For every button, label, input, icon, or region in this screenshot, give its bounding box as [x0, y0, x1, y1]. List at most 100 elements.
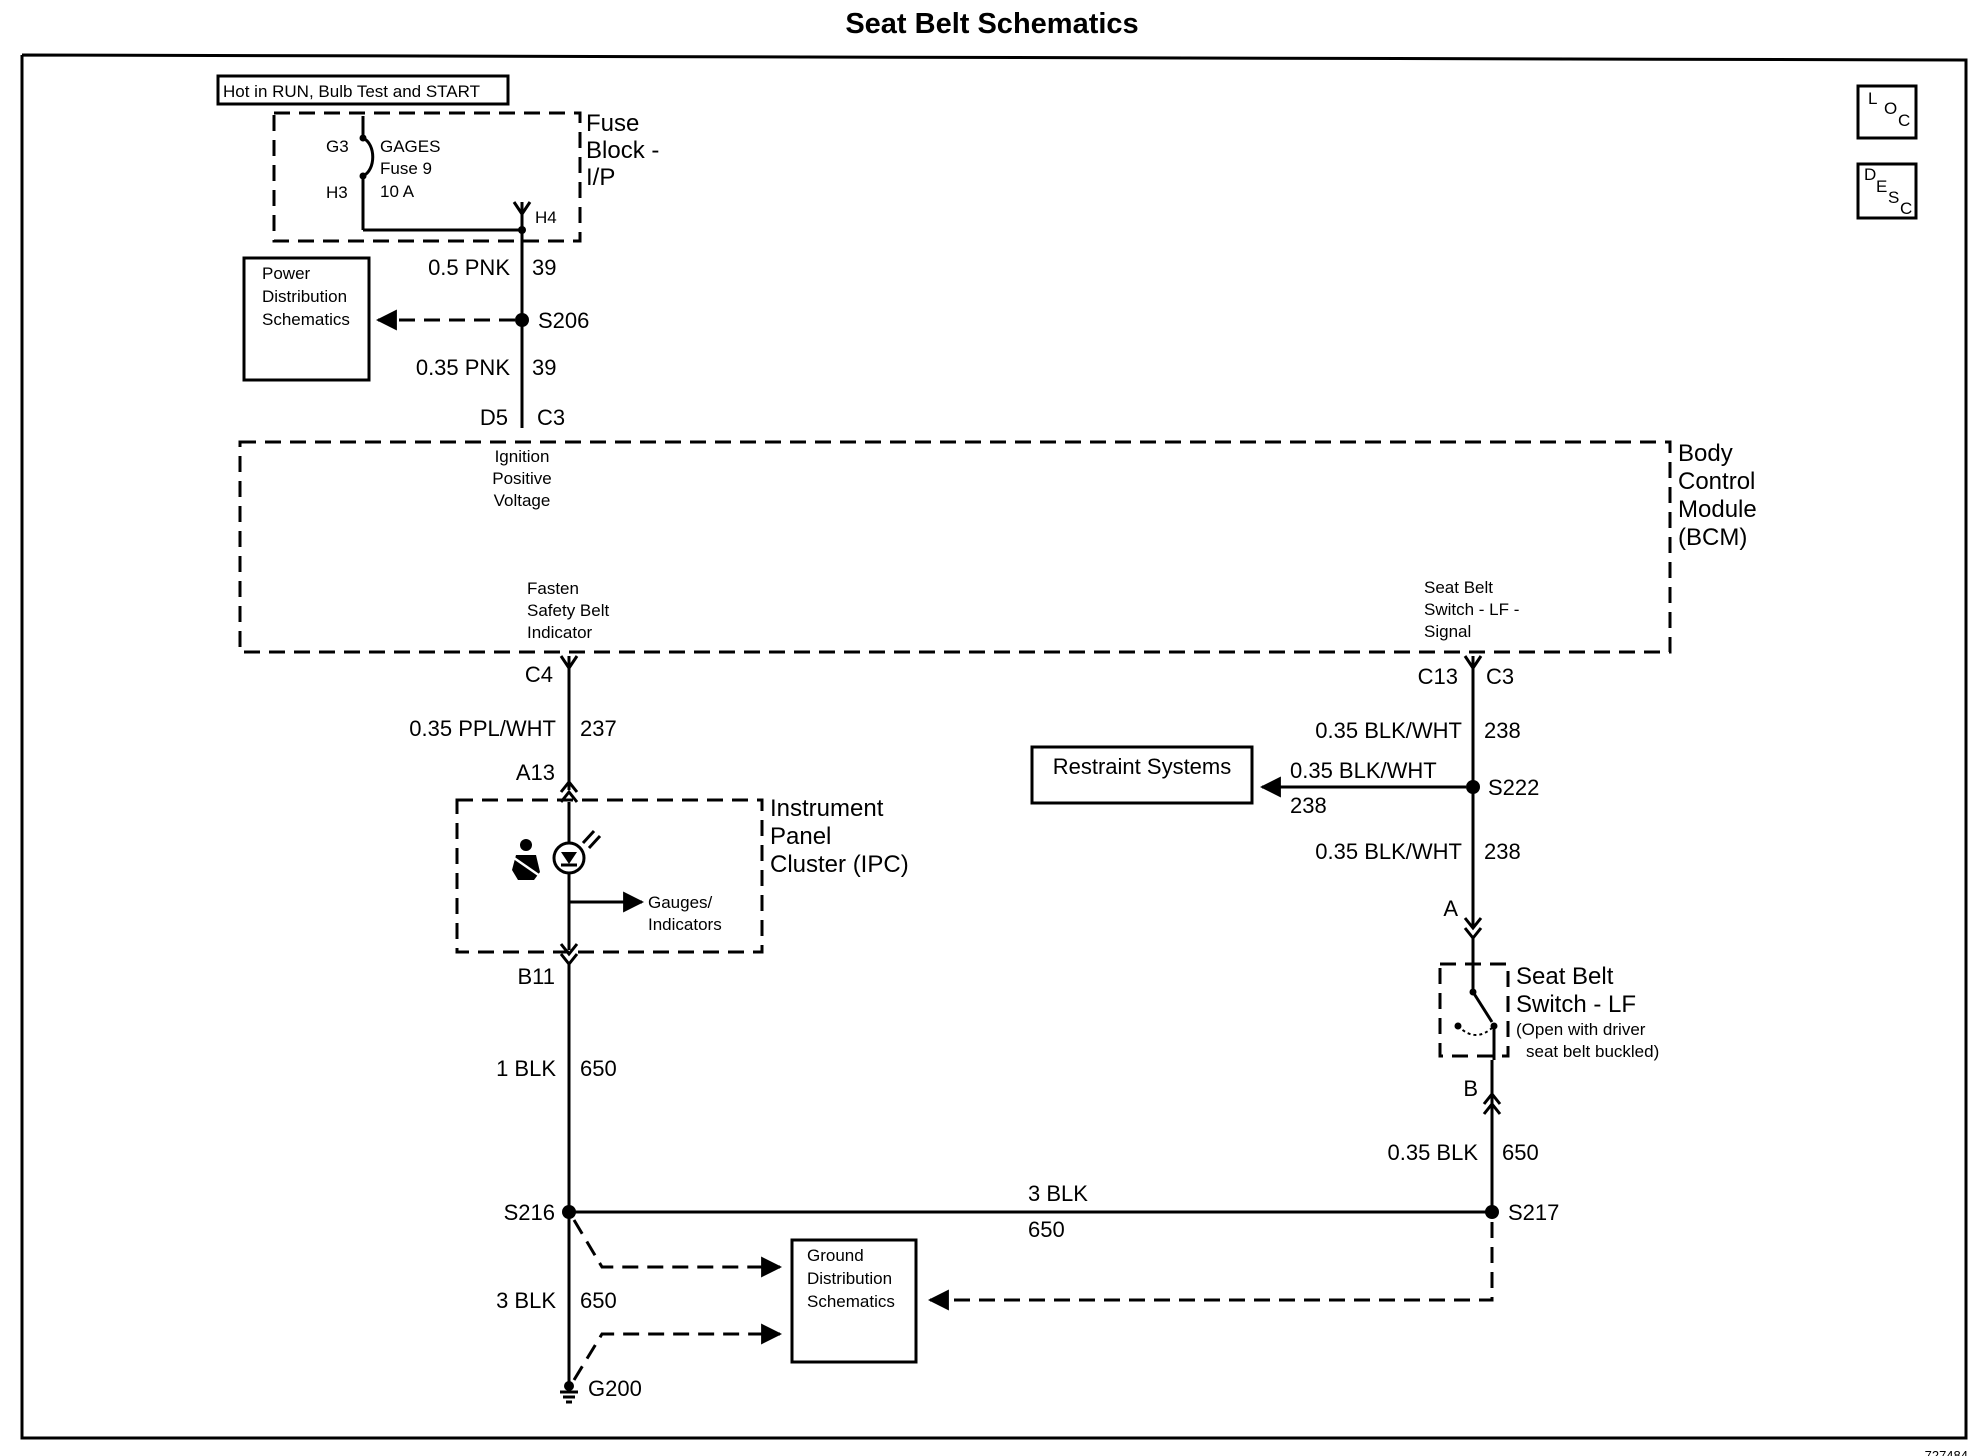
svg-text:Gauges/: Gauges/	[648, 893, 713, 912]
svg-text:C: C	[1900, 199, 1912, 218]
svg-text:D: D	[1864, 165, 1876, 184]
splice-s206-dot	[515, 313, 529, 327]
page-title: Seat Belt Schematics	[845, 8, 1139, 40]
svg-text:Switch - LF -: Switch - LF -	[1424, 600, 1519, 619]
lamp-icon	[552, 829, 602, 875]
splice-s222-label: S222	[1488, 775, 1539, 800]
svg-text:(Open with driver: (Open with driver	[1516, 1020, 1646, 1039]
bcm-pin-fasten: Fasten Safety Belt Indicator	[527, 579, 609, 642]
wire-to-bcm-gauge: 0.35 PNK	[416, 355, 510, 380]
desc-icon[interactable]: D E S C	[1856, 162, 1918, 220]
svg-text:E: E	[1876, 177, 1887, 196]
fuse-terminal-bottom: H3	[326, 183, 348, 202]
svg-text:Control: Control	[1678, 468, 1755, 495]
bcm-pin-switch: Seat Belt Switch - LF - Signal	[1424, 578, 1519, 641]
svg-text:I/P: I/P	[586, 164, 615, 191]
svg-text:seat belt buckled): seat belt buckled)	[1526, 1042, 1659, 1061]
splice-s206-label: S206	[538, 308, 589, 333]
bcm-out-right-left: C13	[1418, 664, 1458, 689]
splice-s216-label: S216	[504, 1200, 555, 1225]
svg-text:O: O	[1884, 99, 1897, 118]
bcm-out-right-right: C3	[1486, 664, 1514, 689]
fuse-terminal-top: G3	[326, 137, 349, 156]
svg-text:(BCM): (BCM)	[1678, 524, 1747, 551]
svg-text:Seat Belt: Seat Belt	[1424, 578, 1493, 597]
switch-in-connector: A	[1443, 896, 1458, 921]
wire-fuse-out-circuit: 39	[532, 255, 556, 280]
svg-text:Schematics: Schematics	[262, 310, 350, 329]
restraint-branch-gauge: 0.35 BLK/WHT	[1290, 758, 1437, 783]
ipc-outline	[455, 798, 764, 954]
wire-ground-lead-gauge: 3 BLK	[496, 1288, 556, 1313]
seat-belt-switch-label: Seat Belt Switch - LF (Open with driver …	[1516, 963, 1659, 1061]
switch-icon	[1454, 938, 1498, 1060]
loc-icon[interactable]: L O C	[1856, 84, 1918, 140]
ground-link-s217	[927, 1222, 1494, 1311]
svg-text:Hot in RUN, Bulb Test and STAR: Hot in RUN, Bulb Test and START	[223, 82, 480, 101]
svg-text:Indicator: Indicator	[527, 623, 593, 642]
svg-text:C: C	[1898, 111, 1910, 130]
svg-text:Switch - LF: Switch - LF	[1516, 991, 1636, 1018]
fuse-output-node	[518, 226, 526, 234]
gauges-label: Gauges/ Indicators	[648, 893, 722, 934]
svg-text:Fuse: Fuse	[586, 110, 639, 137]
svg-text:L: L	[1868, 89, 1877, 108]
power-distribution-box[interactable]: Power Distribution Schematics	[242, 256, 371, 382]
wire-to-bcm-circuit: 39	[532, 355, 556, 380]
wire-switch-signal-2-circuit: 238	[1484, 839, 1521, 864]
svg-text:Restraint Systems: Restraint Systems	[1053, 754, 1232, 779]
page-frame	[20, 53, 1968, 1440]
wire-ground-lead-circuit: 650	[580, 1288, 617, 1313]
svg-text:Distribution: Distribution	[807, 1269, 892, 1288]
svg-text:10 A: 10 A	[380, 182, 415, 201]
ipc-in-connector: A13	[516, 760, 555, 785]
wire-ipc-ground-gauge: 1 BLK	[496, 1056, 556, 1081]
svg-text:Seat Belt: Seat Belt	[1516, 963, 1614, 990]
ground-link-s216	[572, 1219, 783, 1278]
wire-switch-ground-gauge: 0.35 BLK	[1387, 1140, 1478, 1165]
fuse-text: GAGES Fuse 9 10 A	[380, 137, 440, 201]
svg-text:Fuse 9: Fuse 9	[380, 159, 432, 178]
bcm-in-connector-left: D5	[480, 405, 508, 430]
wire-to-ipc-gauge: 0.35 PPL/WHT	[409, 716, 556, 741]
splice-s217-dot	[1485, 1205, 1499, 1219]
svg-text:Ground: Ground	[807, 1246, 864, 1265]
svg-text:Ignition: Ignition	[495, 447, 550, 466]
wire-crossover-gauge: 3 BLK	[1028, 1181, 1088, 1206]
wire-switch-signal-2-gauge: 0.35 BLK/WHT	[1315, 839, 1462, 864]
svg-text:Body: Body	[1678, 440, 1733, 467]
wire-ipc-ground-circuit: 650	[580, 1056, 617, 1081]
seat-belt-indicator-icon	[512, 839, 541, 880]
wire-fuse-out-gauge: 0.5 PNK	[428, 255, 510, 280]
svg-text:Module: Module	[1678, 496, 1757, 523]
restraint-systems-box[interactable]: Restraint Systems	[1030, 745, 1254, 805]
svg-text:Schematics: Schematics	[807, 1292, 895, 1311]
wire-to-ipc-circuit: 237	[580, 716, 617, 741]
ipc-out-connector: B11	[517, 964, 555, 989]
svg-text:Block -: Block -	[586, 137, 659, 164]
ground-link-g200	[572, 1323, 783, 1381]
svg-text:Cluster (IPC): Cluster (IPC)	[770, 851, 909, 878]
ipc-label: Instrument Panel Cluster (IPC)	[770, 795, 909, 878]
svg-text:Signal: Signal	[1424, 622, 1471, 641]
wire-switch-ground-circuit: 650	[1502, 1140, 1539, 1165]
splice-s217-label: S217	[1508, 1200, 1559, 1225]
switch-out-connector: B	[1463, 1076, 1478, 1101]
wire-switch-signal-1-circuit: 238	[1484, 718, 1521, 743]
ground-symbol-icon	[560, 1381, 578, 1404]
svg-text:Panel: Panel	[770, 823, 831, 850]
svg-text:Instrument: Instrument	[770, 795, 884, 822]
splice-s222-dot	[1466, 780, 1480, 794]
svg-text:Voltage: Voltage	[494, 491, 551, 510]
svg-text:Positive: Positive	[492, 469, 552, 488]
svg-text:Power: Power	[262, 264, 311, 283]
bcm-pin-ignition: Ignition Positive Voltage	[492, 447, 552, 510]
fuse-block-outline	[272, 111, 582, 243]
ground-distribution-box[interactable]: Ground Distribution Schematics	[790, 1238, 918, 1364]
svg-text:Distribution: Distribution	[262, 287, 347, 306]
bcm-out-left-connector: C4	[525, 662, 553, 687]
bcm-label: Body Control Module (BCM)	[1678, 440, 1757, 551]
fuse-icon	[359, 116, 522, 232]
restraint-branch-circuit: 238	[1290, 793, 1327, 818]
